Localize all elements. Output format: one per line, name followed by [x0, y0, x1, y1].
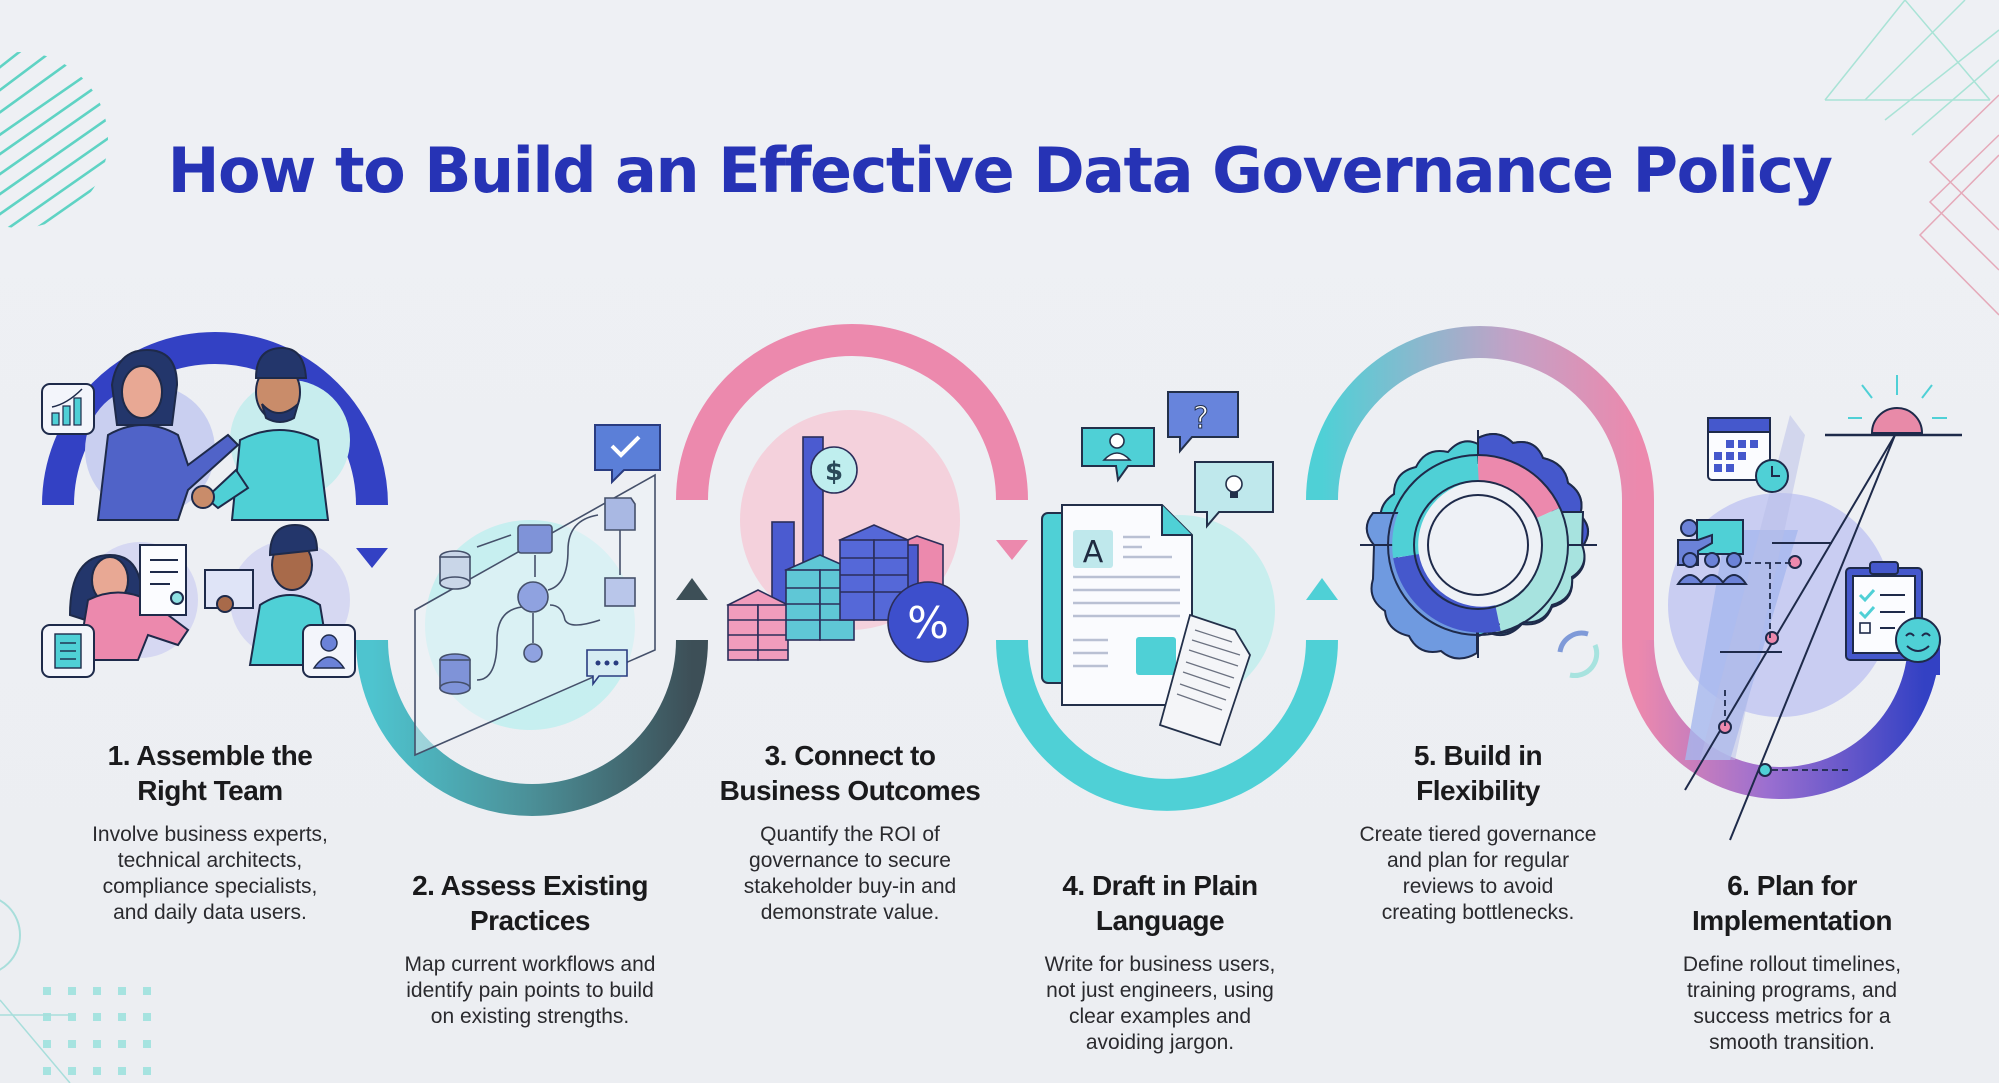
wave-valley-step4 [996, 639, 1338, 811]
svg-text:?: ? [1193, 401, 1209, 436]
page-title: How to Build an Effective Data Governanc… [167, 133, 1833, 207]
svg-text:%: % [907, 598, 949, 649]
roi-charts-illustration: $ % [726, 410, 969, 663]
arrow-up-icon [1306, 578, 1338, 600]
team-collaboration-illustration [41, 346, 356, 678]
percent-badge-icon [887, 581, 969, 663]
arrow-up-icon [676, 578, 708, 600]
wave-arch-step5 [1306, 326, 1654, 501]
svg-text:A: A [1083, 535, 1104, 570]
question-bubble-icon [1167, 391, 1239, 454]
svg-text:$: $ [825, 457, 843, 487]
refresh-cycle-icon [1557, 630, 1600, 678]
wave-valley-step6 [1622, 639, 1940, 799]
triangle-lines-decoration [1824, 0, 1999, 136]
implementation-roadmap-illustration [1668, 375, 1962, 841]
arrow-down-icon [356, 548, 388, 568]
folder-icon [604, 497, 636, 531]
line-decoration [0, 999, 71, 1083]
arrow-down-icon [996, 540, 1028, 560]
dot-grid-decoration [43, 987, 151, 1075]
dollar-coin-icon [810, 446, 858, 494]
plain-language-document-illustration: A ? [1041, 391, 1275, 747]
translate-icon [1136, 637, 1176, 675]
smiley-icon [1895, 617, 1941, 663]
diamond-lines-decoration [1918, 94, 1999, 316]
chat-bubble-icon [586, 649, 628, 687]
wave-arch-step3 [676, 324, 1028, 501]
outline-circle-decoration [0, 899, 21, 971]
flexible-gear-rings-illustration [1360, 430, 1600, 678]
step-description: Involve business experts,technical archi… [92, 823, 328, 924]
wave-valley-step2 [356, 639, 708, 816]
step-description: Define rollout timelines,training progra… [1682, 953, 1902, 1054]
checkmark-bubble-icon [594, 424, 661, 485]
workflow-map-illustration [414, 424, 661, 757]
step-description: Write for business users,not just engine… [1044, 953, 1276, 1054]
